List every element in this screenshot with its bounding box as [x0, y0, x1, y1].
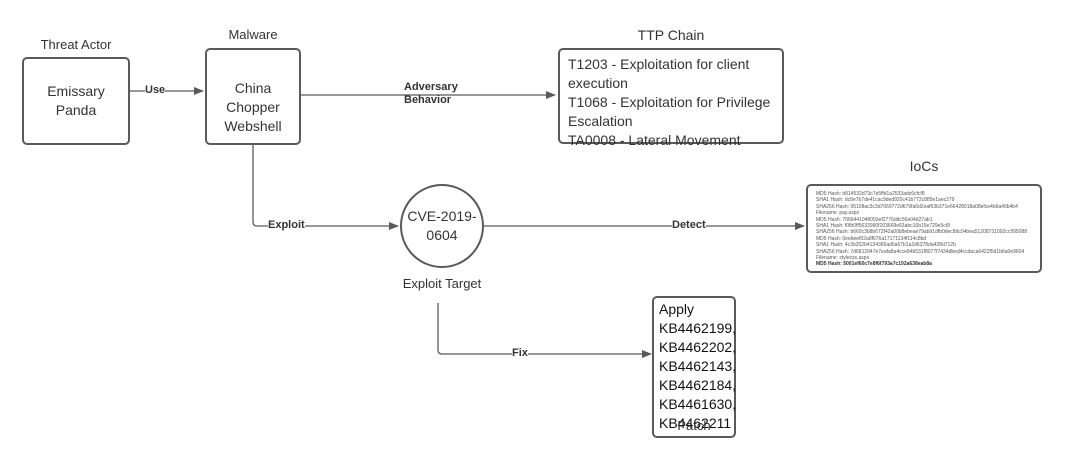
threat-actor-label-line2: Panda	[55, 102, 97, 118]
malware-label-line1: China Chopper	[226, 80, 280, 115]
edge-label-use: Use	[145, 84, 166, 97]
malware-node[interactable]: China Chopper Webshell	[205, 48, 301, 145]
edge-fix	[437, 303, 652, 358]
threat-actor-node[interactable]: Emissary Panda	[22, 57, 130, 145]
ttp-line: TA0008 - Lateral Movement	[568, 132, 741, 148]
ttp-chain-caption: TTP Chain	[637, 27, 705, 43]
ttp-line: T1203 - Exploitation for client	[568, 56, 750, 72]
ioc-line: SHA1 Hash: f0fb0ff5633990f203669e63abc16…	[816, 223, 950, 230]
exploit-target-caption: Exploit Target	[402, 276, 482, 291]
edge-exploit	[252, 145, 399, 230]
edge-label-exploit: Exploit	[268, 219, 305, 232]
ioc-line: SHA256 Hash: b660c3b8b672f42a00b8ebeae79…	[816, 229, 1028, 236]
cve-label-line1: CVE-2019-	[407, 208, 477, 224]
iocs-caption: IoCs	[909, 158, 939, 174]
patch-line: KB4462199,	[659, 320, 737, 336]
edge-label-detect: Detect	[672, 219, 706, 232]
ioc-line: MD5 Hash: 0eebeef02a8f676a17171134f114c8…	[816, 235, 927, 242]
cve-label-line2: 0604	[426, 227, 458, 243]
ioc-line: SHA1 Hash: 4c3b202b4134366ad0a67b1a2d637…	[816, 242, 956, 249]
ioc-line: MD5 Hash: 7066441048093ef2776ddc56e04d27…	[816, 216, 933, 223]
ttp-line: execution	[568, 75, 628, 91]
malware-caption: Malware	[228, 27, 278, 42]
patch-line: KB4462143,	[659, 358, 737, 374]
ioc-line: MD5 Hash: 5001ef60c7e8f6f793a7c192a638ea…	[816, 261, 932, 268]
ioc-line: MD5 Hash: b814532d73c7e5ffd1a2533adc6cfc…	[816, 191, 925, 197]
malware-label-line2: Webshell	[224, 118, 282, 134]
ttp-chain-node[interactable]: T1203 - Exploitation for client executio…	[558, 48, 784, 148]
ioc-line: SHA1 Hash: dc8e7b7de41cac9ded920c41b772c…	[816, 197, 955, 204]
exploit-target-node[interactable]: CVE-2019- 0604	[400, 184, 484, 268]
adversary-behavior-line2: Behavior	[404, 94, 452, 106]
ttp-line: Escalation	[568, 113, 633, 129]
adversary-behavior-line1: Adversary	[404, 81, 458, 94]
ioc-line: SHA256 Hash: 7d6812947e7eafa8a4cce84b531…	[816, 248, 1025, 255]
patch-line: KB4462211	[659, 415, 732, 431]
iocs-node[interactable]: MD5 Hash: b814532d73c7e5ffd1a2533adc6cfc…	[806, 184, 1042, 273]
ioc-line: Filename: pay.aspx	[816, 210, 859, 217]
ioc-line: Filename: stylecss.aspx	[816, 255, 870, 262]
patch-caption: Patch	[677, 418, 711, 433]
patch-line: KB4462202,	[659, 339, 737, 355]
patch-node[interactable]: Apply KB4462199, KB4462202, KB4462143, K…	[652, 296, 736, 438]
ttp-line: T1068 - Exploitation for Privilege	[568, 94, 771, 110]
patch-line: KB4461630,	[659, 396, 737, 412]
patch-line: Apply	[659, 301, 695, 317]
patch-line: KB4462184,	[659, 377, 737, 393]
ioc-line: SHA256 Hash: 05108ac3c3d7069772d679fa6d2…	[816, 203, 1018, 210]
threat-actor-label-line1: Emissary	[47, 83, 105, 99]
edge-label-adversary-behavior: Adversary Behavior	[404, 81, 458, 107]
edge-label-fix: Fix	[512, 347, 528, 360]
threat-actor-caption: Threat Actor	[40, 37, 112, 52]
